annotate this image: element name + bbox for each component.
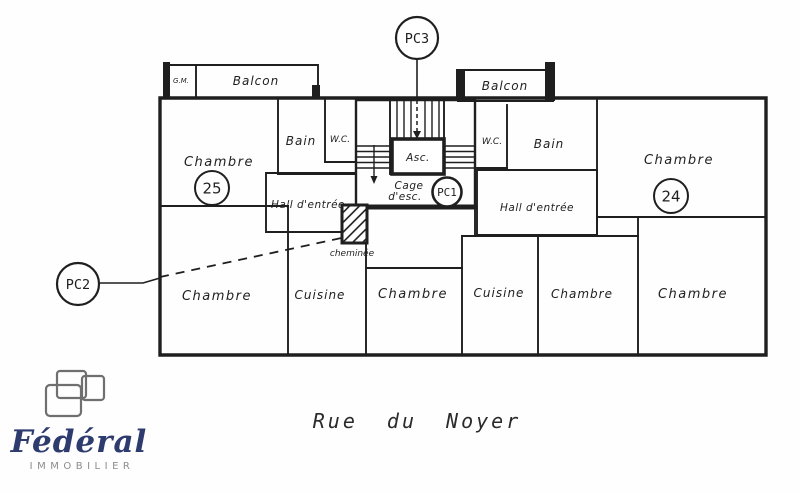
arrow-down-icon [413,131,421,139]
room-label-stair-cage-1: Cage [395,180,424,192]
room-label-balcony-right: Balcon [482,79,528,93]
logo-brand-text: Fédéral [10,424,148,460]
balcony-post [545,62,555,101]
marker-pc1: PC1 [431,176,463,208]
agency-logo: Fédéral IMMOBILIER [10,369,148,472]
apartment-number-label: 25 [202,180,221,198]
room-label-kitchen-right: Cuisine [474,286,525,300]
balcony-right: Balcon [456,62,555,102]
room-label-bedroom-br2: Chambre [658,287,728,302]
room-label-kitchen-left: Cuisine [295,288,346,302]
marker-pc2: PC2 [55,236,347,307]
room-label-bedroom-24: Chambre [644,153,714,168]
logo-square-icon [44,383,83,418]
room-label-balcony-left: Balcon [233,74,279,88]
marker-pc3: PC3 [394,15,440,98]
logo-subtitle-text: IMMOBILIER [30,461,135,472]
street-label: Rue du Noyer [313,409,522,433]
room-label-wc-left: W.C. [330,135,350,145]
arrow-down-icon [370,176,378,184]
marker-label: PC1 [437,186,457,199]
room-label-hall-left: Hall d'entrée [271,199,345,211]
balcony-post [163,62,170,99]
balcony-post [456,69,465,101]
building-outline [158,96,768,357]
apartment-number-label: 24 [661,188,680,206]
apartment-number-25: 25 [194,170,230,206]
room-label-chimney: cheminée [330,248,375,259]
room-label-bedroom-bl: Chambre [182,289,252,304]
marker-label: PC2 [66,277,90,293]
room-label-gm-closet: G.M. [173,77,189,85]
room-label-bath-left: Bain [286,134,317,148]
room-label-bedroom-br1: Chambre [551,287,613,301]
room-label-wc-right: W.C. [482,137,502,147]
room-labels: Chambre Bain W.C. W.C. Bain Chambre Hall… [182,134,728,304]
room-label-bath-right: Bain [534,137,565,151]
interior-walls [159,97,767,356]
chimney: cheminée [330,203,375,259]
room-label-elevator: Asc. [405,152,430,164]
room-label-stair-cage-2: d'esc. [388,191,422,203]
marker-label: PC3 [405,31,429,47]
balcony-post [312,85,320,99]
room-label-hall-right: Hall d'entrée [500,202,574,214]
elevator-shaft [390,137,446,176]
stair-core: Asc. Cage d'esc. [354,98,478,210]
room-label-bedroom-bc: Chambre [378,287,448,302]
balcony-left: G.M. Balcon [163,62,320,99]
apartment-number-24: 24 [653,178,689,214]
room-label-bedroom-25: Chambre [184,155,254,170]
